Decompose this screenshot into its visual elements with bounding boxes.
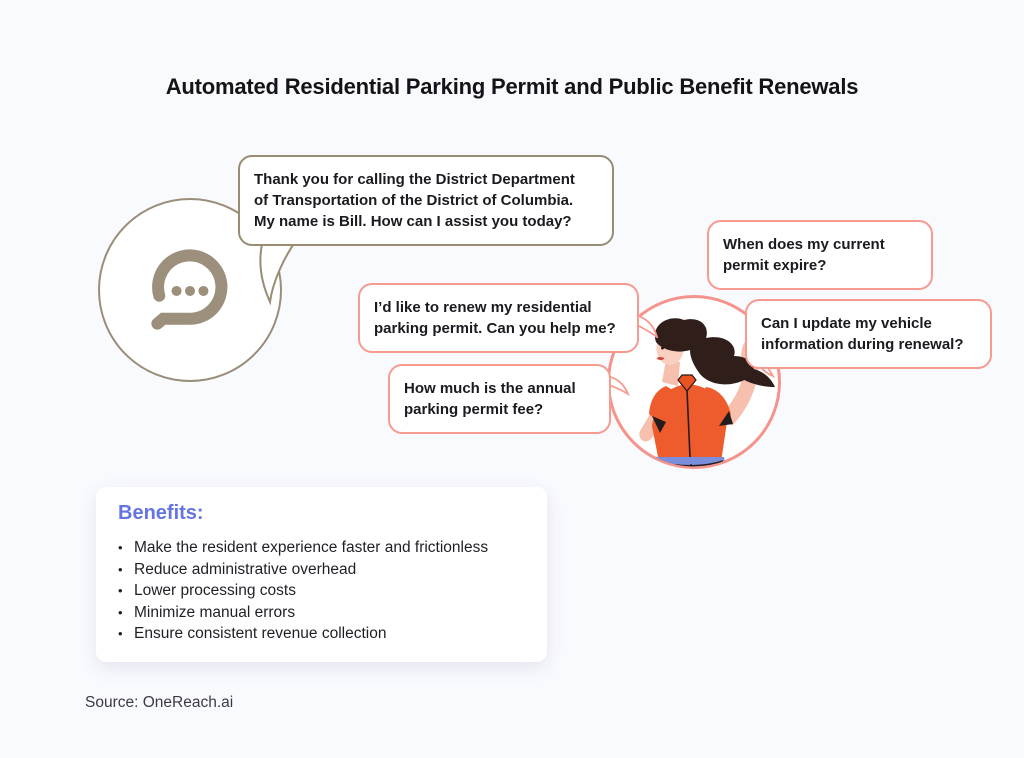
benefit-text: Minimize manual errors [134,603,296,621]
bullet-marker: • [118,626,123,641]
benefit-item: • Make the resident experience faster an… [118,537,525,559]
bullet-marker: • [118,561,123,577]
benefit-text: Reduce administrative overhead [134,560,357,578]
page-title: Automated Residential Parking Permit and… [165,74,859,99]
source-attribution: Source: OneReach.ai [85,694,234,711]
bullet-marker: • [118,604,123,620]
benefit-item: • Lower processing costs [118,580,525,602]
benefits-heading: Benefits: [118,502,204,524]
bullet-marker: • [118,540,123,555]
user-bubble-permit-expire: When does my current permit expire? [707,220,933,290]
benefit-text: Lower processing costs [134,582,296,599]
user-bubble-update-vehicle: Can I update my vehicle information duri… [745,299,992,369]
benefit-text: Make the resident experience faster and … [134,539,489,556]
woman-illustration [607,295,781,469]
bullet-marker: • [118,583,123,598]
benefits-list: • Make the resident experience faster an… [118,537,525,645]
benefits-card: Benefits: • Make the resident experience… [96,487,547,662]
user-bubble-renew-permit: I’d like to renew my residential parking… [358,283,639,353]
bot-message-bubble: Thank you for calling the District Depar… [238,155,614,246]
benefit-item: • Minimize manual errors [118,602,525,624]
onereach-speech-bubble-icon [151,249,228,330]
user-bubble-permit-fee: How much is the annual parking permit fe… [388,364,611,434]
benefit-text: Ensure consistent revenue collection [134,625,387,642]
benefit-item: • Reduce administrative overhead [118,559,525,581]
benefit-item: • Ensure consistent revenue collection [118,623,525,645]
bot-bubble-tail [259,238,299,306]
